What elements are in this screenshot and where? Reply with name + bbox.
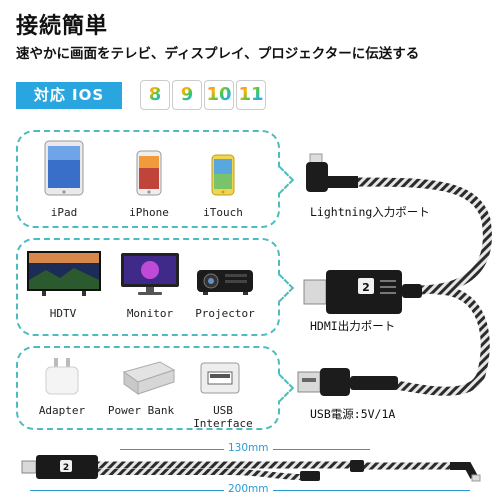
device-label-monitor: Monitor: [126, 307, 174, 320]
ios-version-8: 8: [140, 80, 170, 110]
lightning-port-label: Lightning入力ポート: [310, 205, 430, 219]
ios-version-11: 11: [236, 80, 266, 110]
device-label-power-bank: Power Bank: [107, 404, 175, 417]
usb-port-label: USB電源:5V/1A: [310, 407, 396, 421]
device-label-ipad: iPad: [50, 206, 78, 219]
power-bank-icon: [122, 361, 176, 395]
page-subtitle: 速やかに画面をテレビ、ディスプレイ、プロジェクターに伝送する: [16, 46, 420, 62]
svg-text:2: 2: [63, 463, 69, 473]
length-label-200mm: 200mm: [224, 483, 273, 495]
svg-text:2: 2: [362, 281, 370, 294]
full-cable-illustration: 2: [21, 455, 481, 482]
device-label-hdtv: HDTV: [49, 307, 77, 320]
device-label-iphone: iPhone: [129, 206, 169, 219]
adapter-icon: [45, 358, 79, 395]
device-label-projector: Projector: [195, 307, 255, 320]
cable-illustration: 2: [297, 153, 492, 396]
monitor-icon: [121, 253, 179, 295]
usb-interface-icon: [200, 362, 240, 394]
ios-compat-badge: 対応 IOS: [16, 82, 122, 109]
hdmi-port-label: HDMI出力ポート: [310, 319, 396, 333]
length-label-130mm: 130mm: [224, 442, 273, 454]
ipad-icon: [44, 140, 84, 196]
device-label-usb-interface: USB Interface: [193, 404, 253, 430]
hdtv-icon: [27, 251, 101, 296]
projector-icon: [197, 270, 253, 295]
ios-version-9: 9: [172, 80, 202, 110]
device-label-itouch: iTouch: [203, 206, 243, 219]
ios-version-10: 10: [204, 80, 234, 110]
device-label-adapter: Adapter: [38, 404, 86, 417]
page-title: 接続簡単: [16, 14, 109, 39]
itouch-icon: [211, 154, 235, 196]
iphone-icon: [136, 150, 162, 196]
